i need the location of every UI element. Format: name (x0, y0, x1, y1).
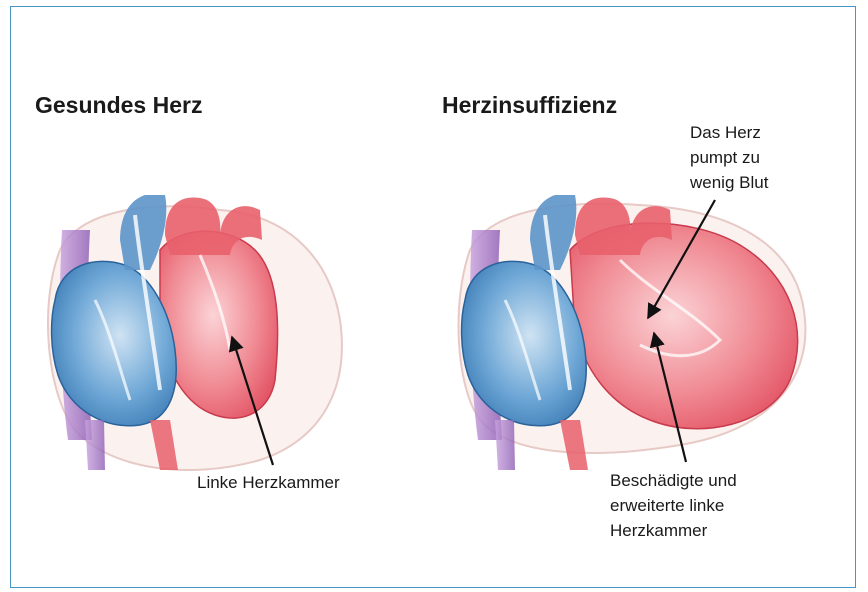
label-damaged-2: erweiterte linke (610, 493, 724, 518)
label-pumps-little-1: Das Herz (690, 120, 761, 145)
label-damaged-1: Beschädigte und (610, 468, 737, 493)
label-pumps-little-2: pumpt zu (690, 145, 760, 170)
label-left-ventricle: Linke Herzkammer (197, 470, 340, 495)
label-pumps-little-3: wenig Blut (690, 170, 768, 195)
failing-heart (459, 195, 806, 470)
healthy-heart (48, 195, 342, 470)
label-damaged-3: Herzkammer (610, 518, 707, 543)
